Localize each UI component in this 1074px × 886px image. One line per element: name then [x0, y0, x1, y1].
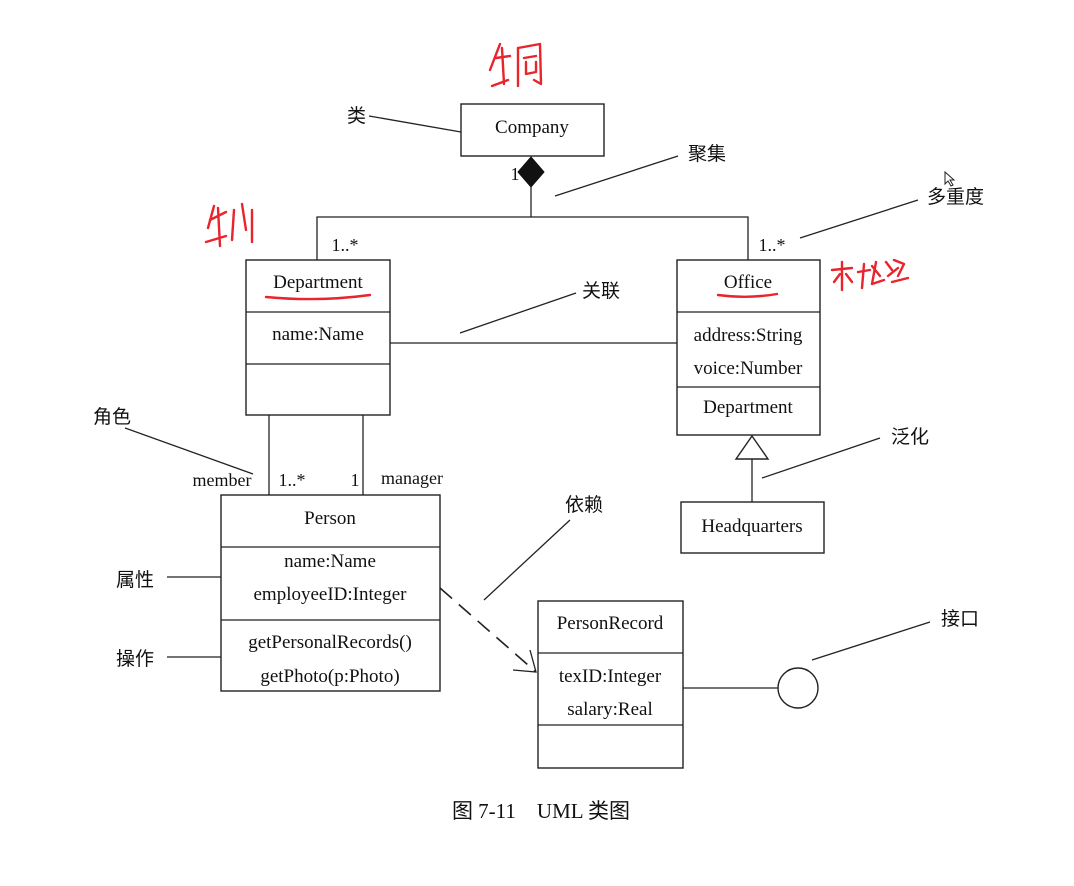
leader-role [124, 427, 254, 475]
multiplicity-department: 1..* [332, 235, 359, 255]
class-person: Person name:Name employeeID:Integer getP… [220, 494, 441, 692]
leader-generalization [761, 437, 881, 479]
role-member: member [193, 470, 252, 490]
person-attribute: employeeID:Integer [254, 584, 408, 605]
class-office: Office address:String voice:Number Depar… [676, 259, 821, 436]
generalization-arrowhead [734, 434, 770, 460]
class-headquarters: Headquarters [680, 501, 825, 554]
multiplicity-company: 1 [511, 164, 520, 184]
person-operation: getPhoto(p:Photo) [260, 666, 399, 687]
class-headquarters-name: Headquarters [701, 516, 802, 537]
multiplicity-office: 1..* [759, 235, 786, 255]
office-attribute: address:String [694, 325, 803, 346]
class-office-name: Office [724, 272, 772, 293]
leader-association [459, 292, 577, 334]
annotation-aggregation: 聚集 [688, 143, 726, 165]
office-operation: Department [703, 397, 793, 418]
aggregation-diamond [517, 156, 545, 188]
annotation-operation: 操作 [116, 648, 154, 670]
class-person-record: PersonRecord texID:Integer salary:Real [537, 600, 684, 769]
class-company-name: Company [495, 117, 569, 138]
figure-caption: 图 7-11 UML 类图 [452, 799, 630, 823]
annotation-multiplicity: 多重度 [927, 186, 984, 208]
leader-class [368, 115, 462, 133]
office-attribute: voice:Number [694, 358, 803, 379]
annotation-dependency: 依赖 [565, 494, 603, 516]
underline-office [716, 292, 779, 298]
leader-multiplicity [799, 199, 919, 239]
mouse-cursor-icon [944, 170, 956, 187]
person-operation: getPersonalRecords() [248, 632, 412, 653]
multiplicity-member: 1..* [279, 470, 306, 490]
handwritten-annotation-department [204, 202, 254, 248]
interface-lollipop-icon [777, 667, 819, 709]
annotation-interface: 接口 [941, 608, 979, 630]
annotation-generalization: 泛化 [891, 426, 929, 448]
person-attribute: name:Name [284, 551, 376, 572]
annotation-attribute: 属性 [116, 569, 154, 591]
leader-dependency [483, 519, 571, 601]
class-department-name: Department [273, 272, 363, 293]
annotation-role: 角色 [93, 406, 131, 428]
aggregation-branch [316, 216, 749, 260]
class-person-name: Person [304, 508, 356, 529]
person-record-attribute: salary:Real [567, 699, 652, 720]
annotation-association: 关联 [582, 280, 620, 302]
class-department: Department name:Name [245, 259, 391, 416]
handwritten-annotation-office [830, 258, 910, 292]
class-company: Company [460, 103, 605, 157]
underline-department [264, 293, 372, 301]
person-record-attribute: texID:Integer [559, 666, 662, 687]
class-person-record-name: PersonRecord [557, 613, 664, 634]
dependency-line [439, 587, 537, 673]
leader-aggregation [554, 155, 679, 197]
department-attribute: name:Name [272, 324, 364, 345]
multiplicity-manager: 1 [351, 470, 360, 490]
annotation-class: 类 [347, 105, 366, 127]
dependency-arrowhead [512, 649, 537, 673]
handwritten-annotation-company [488, 42, 543, 88]
leader-interface [811, 621, 931, 661]
role-manager: manager [381, 468, 443, 488]
